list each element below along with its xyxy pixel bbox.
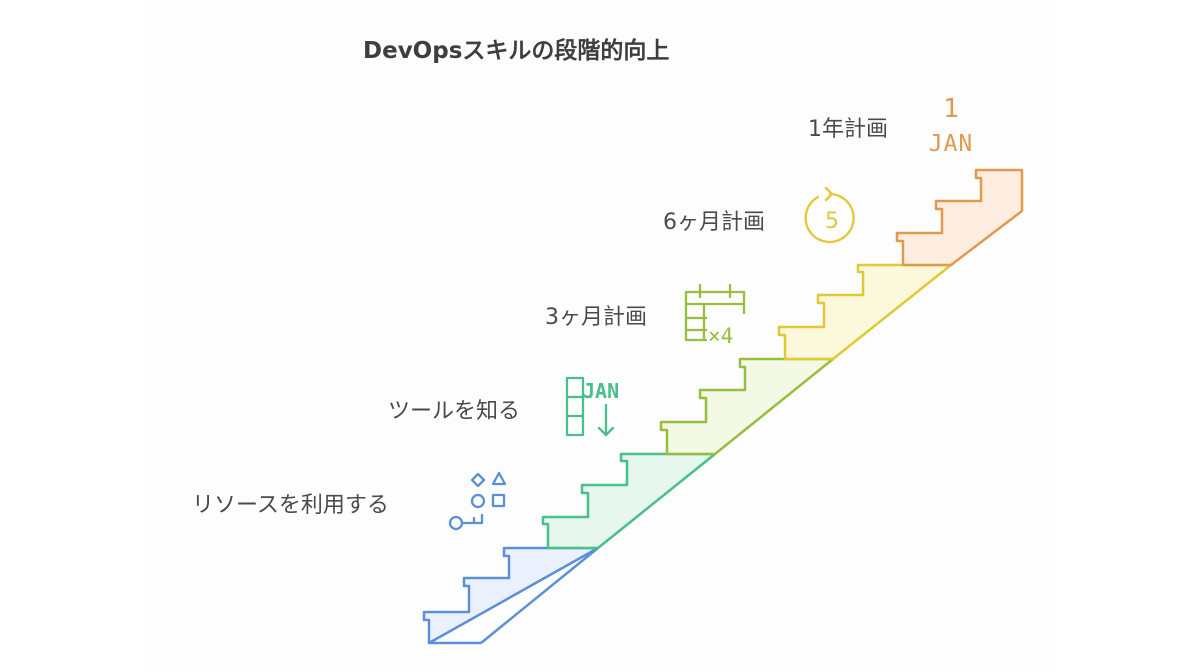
stair-section-level-5 bbox=[895, 168, 1024, 267]
calendar-jan-down-icon: JAN bbox=[565, 376, 619, 437]
step-label-3-month: 3ヶ月計画 bbox=[545, 305, 647, 330]
calendar-1-jan-icon: 1 JAN bbox=[929, 94, 974, 157]
diagram-title: DevOpsスキルの段階的向上 bbox=[363, 38, 670, 64]
calendar-day-number: 1 bbox=[943, 94, 959, 124]
calendar-times-4-icon: ×4 bbox=[684, 283, 749, 348]
stair-section-level-4 bbox=[777, 263, 953, 361]
times-4-text: ×4 bbox=[708, 324, 733, 348]
step-label-tools: ツールを知る bbox=[388, 399, 521, 424]
circular-arrow-5-icon: 5 bbox=[804, 186, 855, 244]
calendar-jan-text: JAN bbox=[583, 379, 619, 403]
calendar-month-text: JAN bbox=[929, 131, 974, 157]
step-label-6-month: 6ヶ月計画 bbox=[663, 210, 765, 235]
diagram-background bbox=[145, 0, 1055, 672]
stair-section-level-2 bbox=[541, 452, 717, 550]
circular-arrow-number: 5 bbox=[825, 209, 839, 234]
stair-section-level-1 bbox=[422, 546, 600, 645]
step-label-1-year: 1年計画 bbox=[808, 117, 888, 142]
stair-section-level-3 bbox=[659, 357, 835, 456]
step-label-resources: リソースを利用する bbox=[192, 493, 389, 518]
shapes-key-icon bbox=[448, 471, 507, 531]
